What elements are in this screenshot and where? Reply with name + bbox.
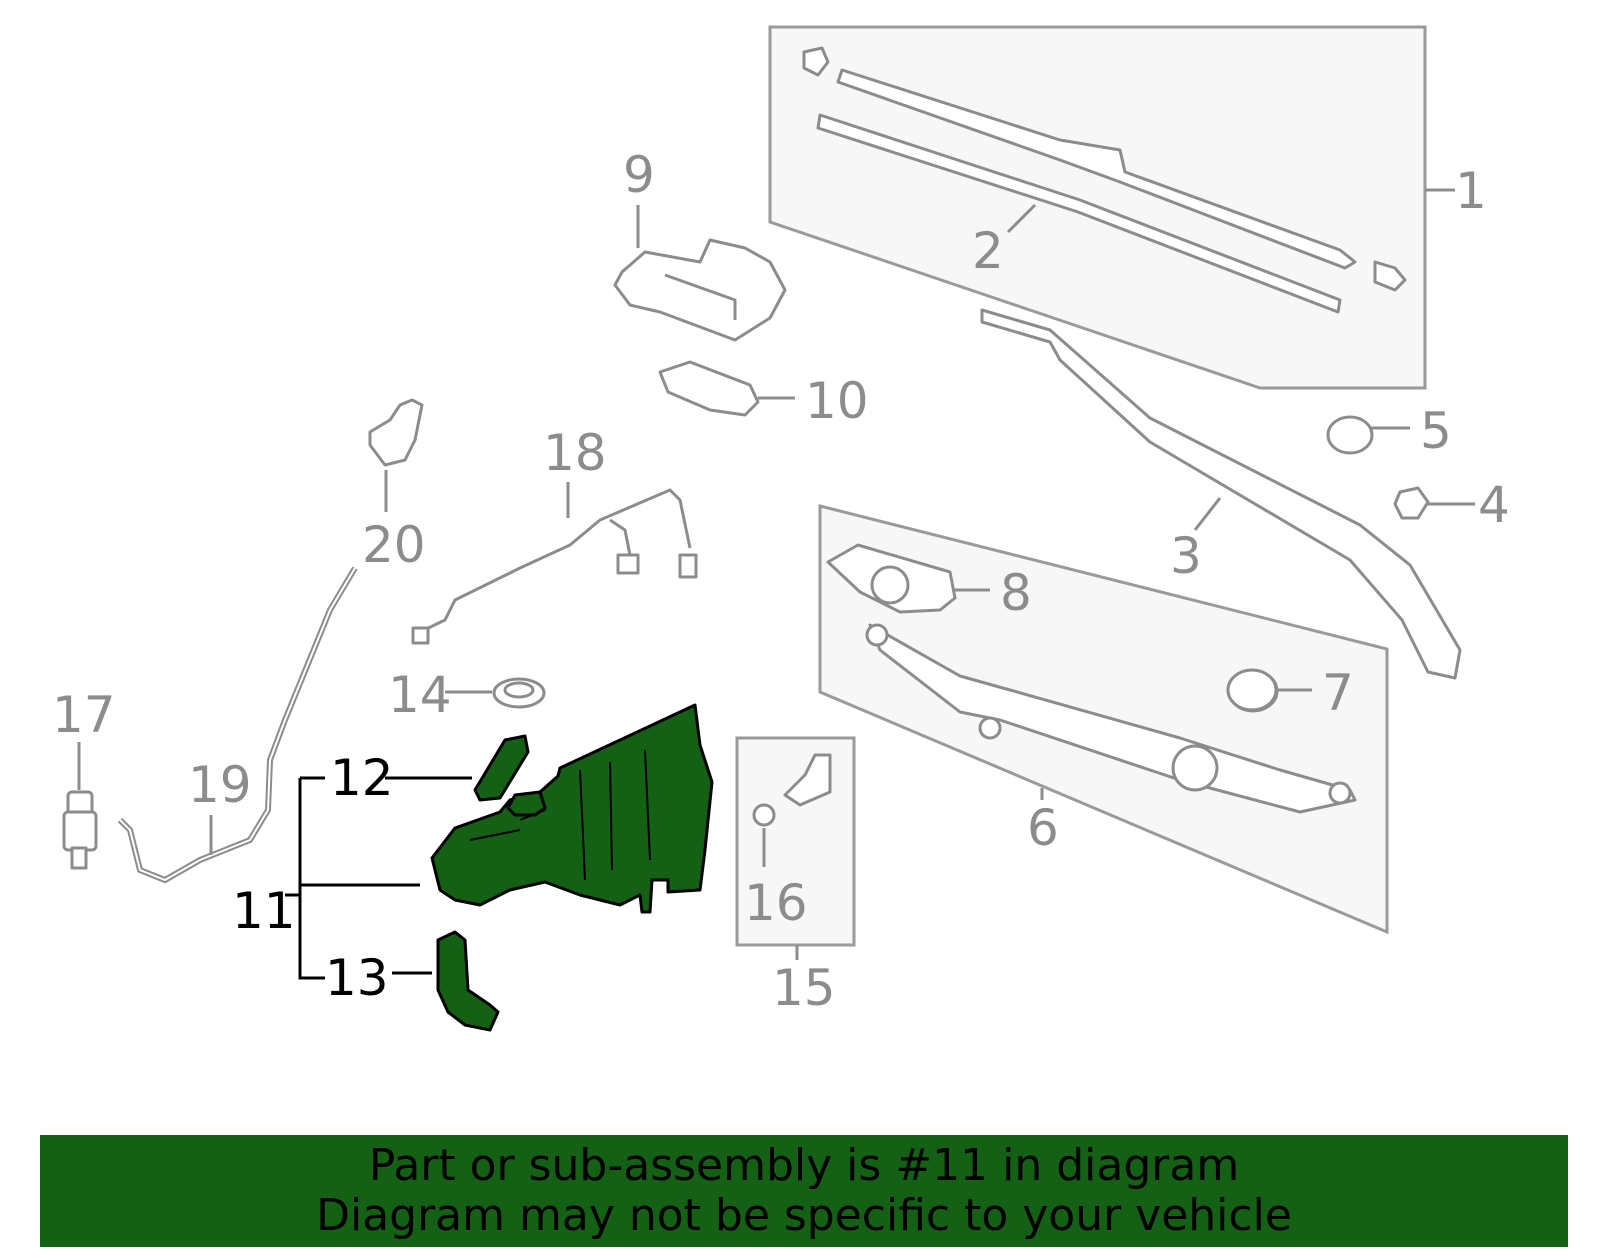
reservoir-neck-highlight [473, 734, 530, 802]
callout-18: 18 [543, 424, 607, 482]
callout-14: 14 [388, 666, 452, 724]
wiring-harness [411, 488, 698, 645]
banner-line-1: Part or sub-assembly is #11 in diagram [368, 1140, 1240, 1191]
washer-hose-inner [119, 567, 356, 882]
hose-clip [368, 398, 424, 467]
callout-2: 2 [972, 222, 1004, 280]
callout-1: 1 [1455, 162, 1487, 220]
wiper-blade-assembly [802, 46, 1407, 314]
leader-lines [77, 188, 1475, 980]
washer-nozzle [752, 753, 832, 827]
callout-17: 17 [52, 686, 116, 744]
nozzle-panel [735, 736, 856, 947]
wiper-linkage [826, 543, 1357, 814]
banner-line-2: Diagram may not be specific to your vehi… [316, 1190, 1292, 1241]
callout-11: 11 [232, 882, 296, 940]
notice-banner: Part or sub-assembly is #11 in diagram D… [40, 1135, 1568, 1247]
callout-5: 5 [1420, 402, 1452, 460]
callout-12: 12 [330, 749, 394, 807]
callout-13: 13 [325, 949, 389, 1007]
motor-bracket [658, 360, 760, 417]
callout-3: 3 [1170, 527, 1202, 585]
callout-7: 7 [1322, 664, 1354, 722]
wiper-arm [980, 308, 1462, 680]
callout-19: 19 [188, 756, 252, 814]
pivot-cap [1326, 415, 1374, 455]
reservoir-filler-highlight [436, 930, 500, 1032]
callout-16: 16 [744, 874, 808, 932]
pivot-nut [1393, 486, 1430, 520]
washer-hose [117, 566, 358, 884]
callout-10: 10 [805, 372, 869, 430]
washer-reservoir-highlight [430, 703, 714, 914]
washer-pump [62, 790, 98, 870]
callout-4: 4 [1478, 476, 1510, 534]
o-ring [1226, 668, 1278, 712]
grommet [492, 677, 546, 709]
callout-9: 9 [623, 146, 655, 204]
callout-6: 6 [1027, 799, 1059, 857]
callout-20: 20 [362, 516, 426, 574]
wiper-motor [613, 238, 787, 342]
callout-15: 15 [772, 959, 836, 1017]
callout-8: 8 [1000, 564, 1032, 622]
